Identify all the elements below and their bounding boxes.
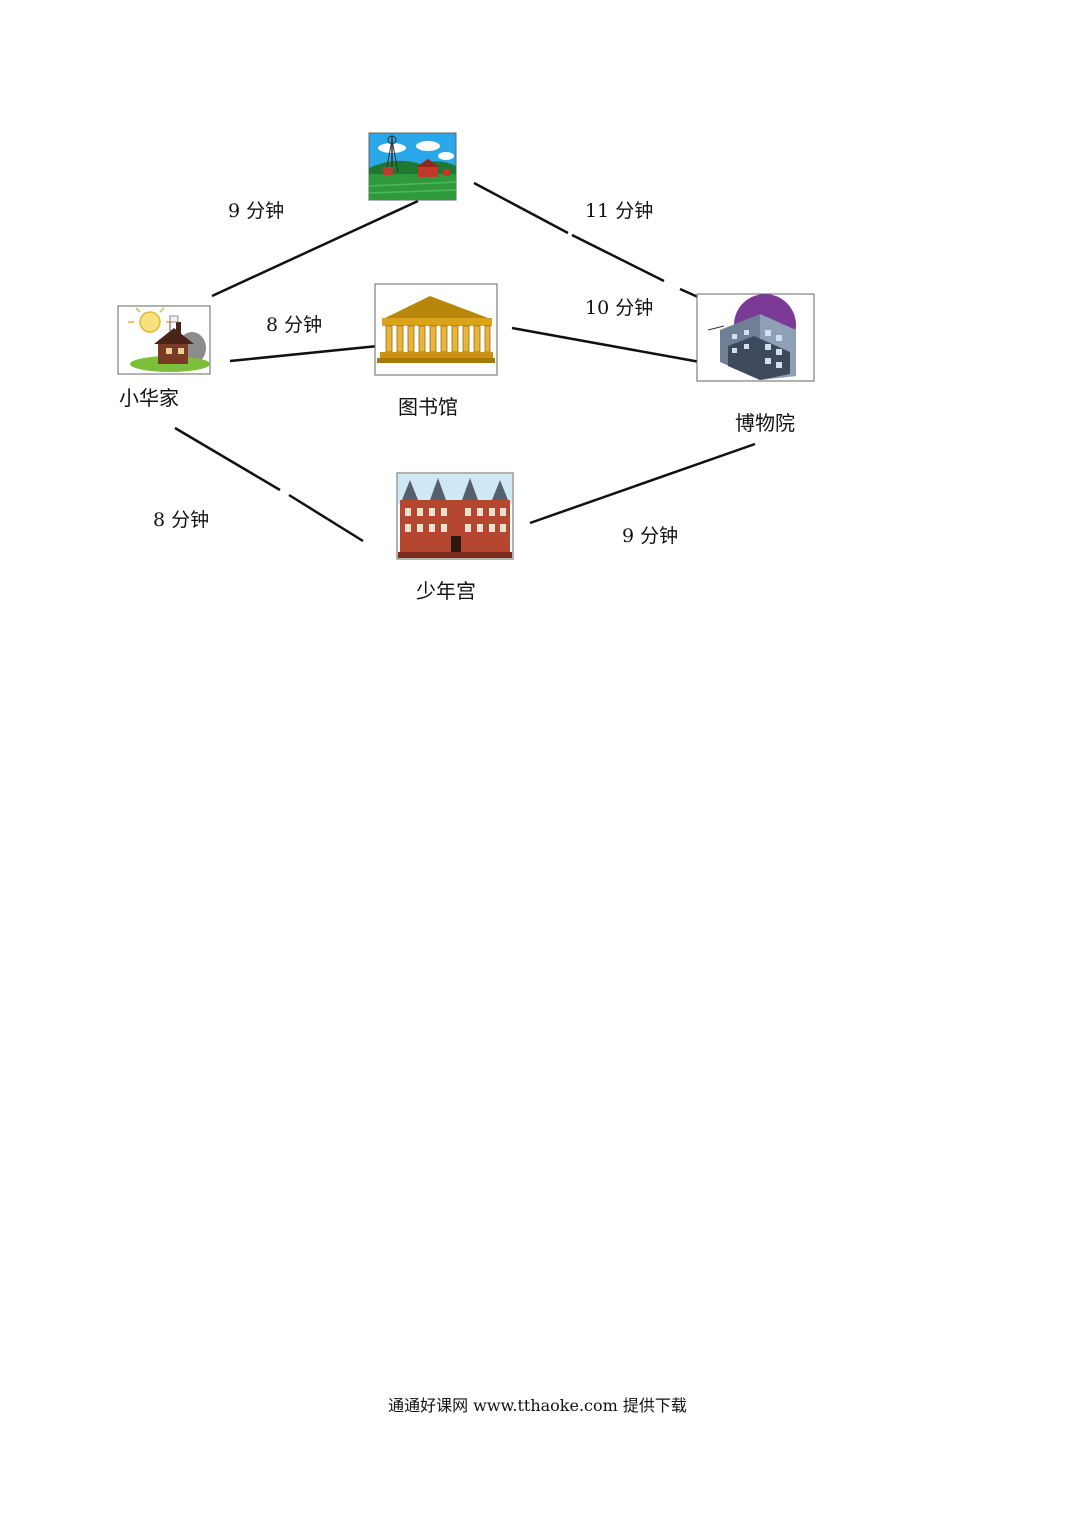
route-line-home-library — [229, 344, 379, 363]
route-line-youth-museum — [529, 442, 756, 525]
route-time-farm-museum: 11 分钟 — [585, 200, 654, 222]
route-line-home-youth-a — [174, 426, 281, 492]
route-time-library-museum: 10 分钟 — [585, 297, 654, 319]
place-label-library: 图书馆 — [398, 395, 458, 419]
route-time-home-farm: 9 分钟 — [228, 200, 285, 222]
library-picture — [374, 283, 498, 376]
route-lines — [174, 181, 756, 543]
route-time-youth-museum: 9 分钟 — [622, 525, 679, 547]
route-line-farm-museum-a — [473, 181, 569, 235]
home-picture — [117, 305, 211, 375]
place-label-museum: 博物院 — [735, 411, 795, 435]
place-label-home: 小华家 — [119, 386, 179, 410]
route-line-farm-museum-c — [679, 287, 699, 299]
route-time-home-youth: 8 分钟 — [153, 509, 210, 531]
route-diagram — [117, 132, 815, 560]
farm-picture — [368, 132, 457, 201]
museum-picture — [696, 293, 815, 382]
route-line-home-youth-b — [288, 493, 364, 543]
route-line-farm-museum-b — [571, 233, 665, 283]
route-line-home-farm — [211, 199, 419, 298]
place-label-youth-palace: 少年宫 — [416, 579, 476, 603]
footer-credit: 通通好课网 www.tthaoke.com 提供下载 — [388, 1396, 687, 1415]
route-time-home-library: 8 分钟 — [266, 314, 323, 336]
route-line-library-museum — [511, 326, 701, 364]
youth-palace-picture — [396, 472, 514, 560]
